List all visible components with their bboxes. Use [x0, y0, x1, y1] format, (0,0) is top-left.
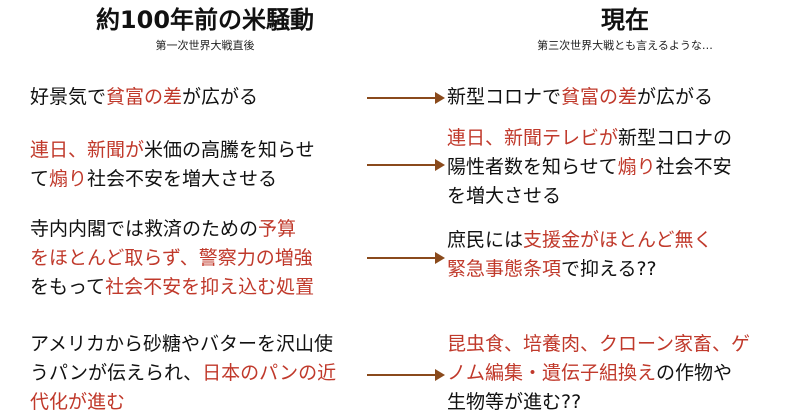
row-3-left-text: 寺内内閣では救済のための予算をほとんど取らず、警察力の増強をもって社会不安を抑え… — [30, 215, 314, 302]
highlight-text: をほとんど取らず、警察力の増強 — [30, 247, 313, 269]
body-text: 生物等が進む?? — [447, 391, 582, 413]
text-line: をもって社会不安を抑え込む処置 — [30, 273, 314, 302]
row-1-arrow-icon — [367, 92, 445, 104]
text-line: 陽性者数を知らせて煽り社会不安 — [447, 153, 732, 182]
body-text: の作物や — [656, 362, 733, 384]
text-line: 連日、新聞が米価の高騰を知らせ — [30, 136, 315, 165]
text-line: ノム編集・遺伝子組換えの作物や — [447, 359, 750, 388]
highlight-text: 社会不安を抑え込む処置 — [105, 276, 315, 298]
text-line: 連日、新聞テレビが新型コロナの — [447, 124, 732, 153]
highlight-text: 緊急事態条項 — [447, 258, 562, 280]
row-2-left-text: 連日、新聞が米価の高騰を知らせて煽り社会不安を増大させる — [30, 136, 315, 194]
text-line: 代化が進む — [30, 388, 336, 417]
highlight-text: ノム編集・遺伝子組換え — [447, 362, 657, 384]
row-3-arrow-icon — [367, 252, 445, 264]
body-text: をもって — [30, 276, 106, 298]
highlight-text: 支援金がほとんど無く — [523, 229, 713, 251]
text-line: 寺内内閣では救済のための予算 — [30, 215, 314, 244]
body-text: アメリカから砂糖やバターを沢山使 — [30, 333, 334, 355]
highlight-text: 連日、新聞が — [30, 139, 145, 161]
body-text: 新型コロナで — [447, 86, 562, 108]
right-column-subtitle: 第三次世界大戦とも言えるような… — [537, 39, 713, 52]
right-column-title: 現在 — [601, 6, 649, 34]
highlight-text: 連日、新聞テレビが — [447, 127, 619, 149]
highlight-text: 昆虫食、培養肉、クローン家畜、ゲ — [447, 333, 751, 355]
body-text: うパンが伝えられ、 — [30, 362, 203, 384]
text-line: うパンが伝えられ、日本のパンの近 — [30, 359, 336, 388]
body-text: て — [30, 168, 50, 190]
row-4-right-text: 昆虫食、培養肉、クローン家畜、ゲノム編集・遺伝子組換えの作物や生物等が進む?? — [447, 330, 750, 417]
row-1-right-text: 新型コロナで貧富の差が広がる — [447, 83, 713, 112]
highlight-text: 煽り — [617, 156, 656, 178]
body-text: 寺内内閣では救済のための — [30, 218, 259, 240]
body-text: 社会不安を増大させる — [87, 168, 278, 190]
text-line: を増大させる — [447, 182, 732, 211]
text-line: 生物等が進む?? — [447, 388, 750, 417]
body-text: が広がる — [637, 86, 714, 108]
body-text: 新型コロナの — [618, 127, 733, 149]
text-line: 好景気で貧富の差が広がる — [30, 83, 258, 112]
row-2-right-text: 連日、新聞テレビが新型コロナの陽性者数を知らせて煽り社会不安を増大させる — [447, 124, 732, 211]
body-text: 庶民には — [447, 229, 524, 251]
highlight-text: 貧富の差 — [561, 86, 638, 108]
highlight-text: 日本のパンの近 — [202, 362, 337, 384]
text-line: 庶民には支援金がほとんど無く — [447, 226, 712, 255]
row-1-left-text: 好景気で貧富の差が広がる — [30, 83, 258, 112]
body-text: で抑える?? — [561, 258, 657, 280]
highlight-text: 貧富の差 — [106, 86, 183, 108]
text-line: て煽り社会不安を増大させる — [30, 165, 315, 194]
body-text: 社会不安 — [655, 156, 732, 178]
highlight-text: 予算 — [258, 218, 297, 240]
text-line: 緊急事態条項で抑える?? — [447, 255, 712, 284]
highlight-text: 代化が進む — [30, 391, 126, 413]
left-column-title: 約100年前の米騒動 — [95, 6, 315, 34]
left-column-subtitle: 第一次世界大戦直後 — [155, 39, 255, 52]
row-2-arrow-icon — [367, 159, 445, 171]
body-text: 米価の高騰を知らせ — [144, 139, 315, 161]
body-text: 好景気で — [30, 86, 107, 108]
text-line: アメリカから砂糖やバターを沢山使 — [30, 330, 336, 359]
text-line: 新型コロナで貧富の差が広がる — [447, 83, 713, 112]
text-line: をほとんど取らず、警察力の増強 — [30, 244, 314, 273]
row-3-right-text: 庶民には支援金がほとんど無く緊急事態条項で抑える?? — [447, 226, 712, 284]
row-4-arrow-icon — [367, 369, 445, 381]
body-text: を増大させる — [447, 185, 562, 207]
row-4-left-text: アメリカから砂糖やバターを沢山使うパンが伝えられ、日本のパンの近代化が進む — [30, 330, 336, 417]
body-text: 陽性者数を知らせて — [447, 156, 618, 178]
text-line: 昆虫食、培養肉、クローン家畜、ゲ — [447, 330, 750, 359]
body-text: が広がる — [182, 86, 259, 108]
highlight-text: 煽り — [49, 168, 88, 190]
